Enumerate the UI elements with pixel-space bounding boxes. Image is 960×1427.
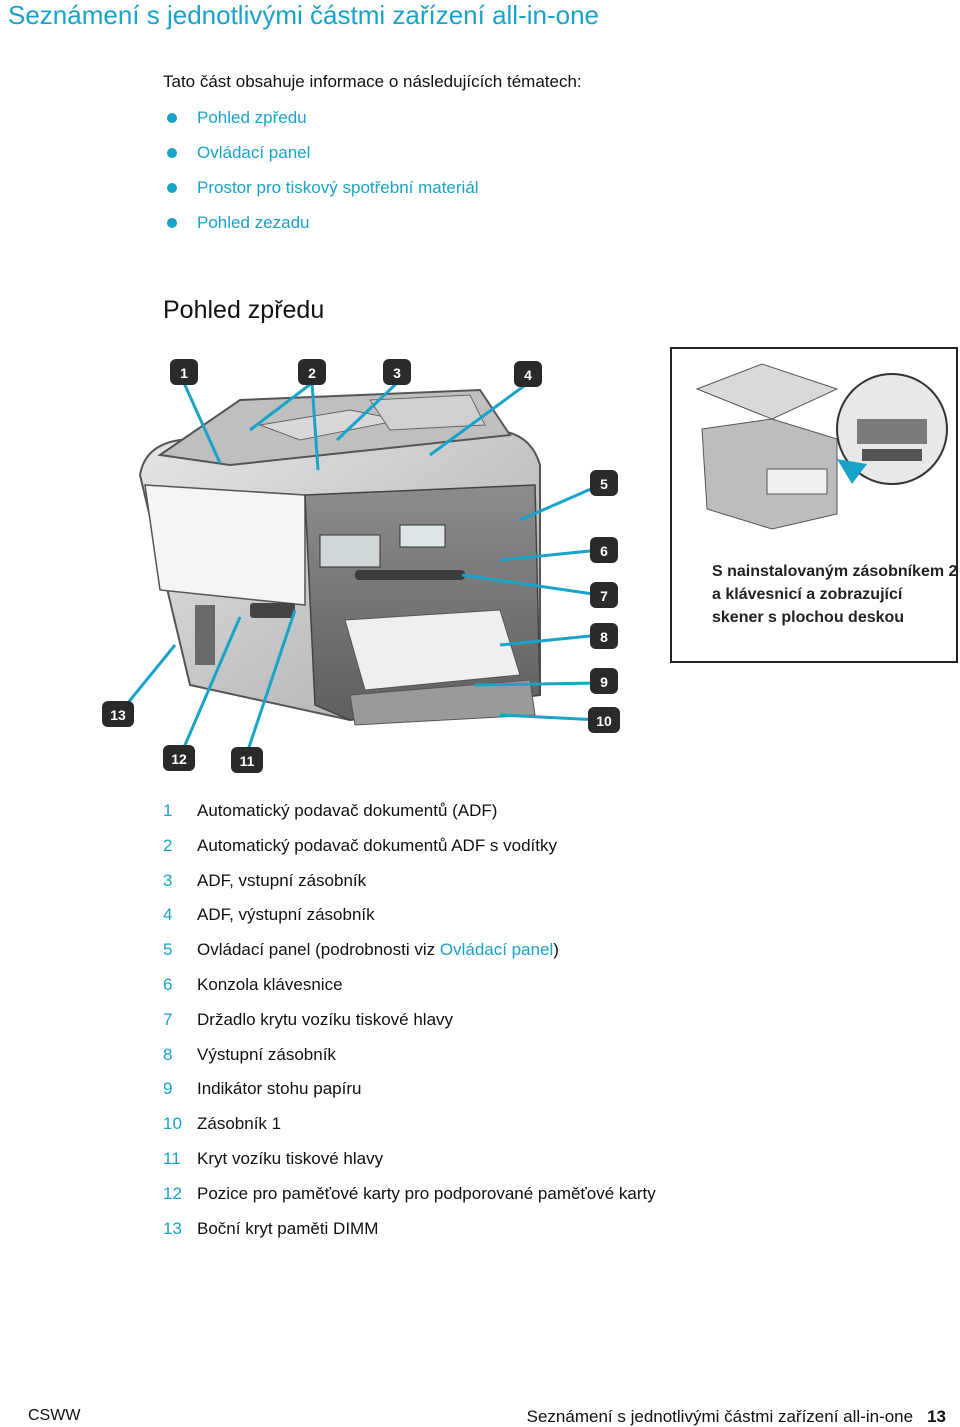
badge-10: 10 bbox=[588, 707, 620, 733]
badge-5: 5 bbox=[590, 470, 618, 496]
intro-text: Tato část obsahuje informace o následují… bbox=[163, 72, 582, 91]
leader-lines bbox=[116, 381, 601, 760]
svg-text:10: 10 bbox=[596, 713, 612, 729]
callout-caption: S nainstalovaným zásobníkem 2 a klávesni… bbox=[712, 563, 958, 626]
svg-text:6: 6 bbox=[600, 543, 608, 559]
control-panel-link[interactable]: Ovládací panel bbox=[439, 940, 554, 960]
callout-illustration bbox=[695, 363, 948, 530]
printer-illustration: 1 2 3 4 5 6 7 8 9 10 11 12 13 bbox=[102, 359, 620, 773]
svg-text:1: 1 bbox=[180, 365, 188, 381]
callout-box bbox=[670, 347, 958, 663]
badge-4: 4 bbox=[514, 361, 542, 387]
topic-link[interactable]: Pohled zezadu bbox=[163, 209, 479, 244]
badge-12: 12 bbox=[163, 745, 195, 771]
page-number: 13 bbox=[927, 1407, 946, 1426]
topic-list: Pohled zpředu Ovládací panel Prostor pro… bbox=[163, 104, 479, 244]
topic-link[interactable]: Ovládací panel bbox=[163, 139, 479, 174]
badge-11: 11 bbox=[231, 747, 263, 773]
badge-9: 9 bbox=[590, 668, 618, 694]
page-footer: CSWW Seznámení s jednotlivými částmi zař… bbox=[0, 1404, 960, 1427]
svg-text:9: 9 bbox=[600, 674, 608, 690]
svg-text:12: 12 bbox=[171, 751, 187, 767]
page-title: Seznámení s jednotlivými částmi zařízení… bbox=[8, 0, 600, 30]
svg-text:8: 8 bbox=[600, 629, 608, 645]
badge-7: 7 bbox=[590, 582, 618, 608]
badge-2: 2 bbox=[298, 359, 326, 385]
footer-left: CSWW bbox=[28, 1407, 81, 1424]
topic-link[interactable]: Pohled zpředu bbox=[163, 104, 479, 139]
svg-text:2: 2 bbox=[308, 365, 316, 381]
svg-text:3: 3 bbox=[393, 365, 401, 381]
svg-text:11: 11 bbox=[240, 753, 255, 769]
badge-8: 8 bbox=[590, 623, 618, 649]
badge-6: 6 bbox=[590, 537, 618, 563]
topic-link[interactable]: Prostor pro tiskový spotřební materiál bbox=[163, 174, 479, 209]
bullet-icon bbox=[167, 148, 177, 158]
svg-text:4: 4 bbox=[524, 367, 532, 383]
footer-right: Seznámení s jednotlivými částmi zařízení… bbox=[526, 1407, 946, 1426]
svg-text:7: 7 bbox=[600, 588, 608, 604]
svg-text:5: 5 bbox=[600, 476, 608, 492]
bullet-icon bbox=[167, 183, 177, 193]
badge-3: 3 bbox=[383, 359, 411, 385]
badge-13: 13 bbox=[102, 701, 134, 727]
svg-text:13: 13 bbox=[110, 707, 126, 723]
bullet-icon bbox=[167, 218, 177, 228]
badge-1: 1 bbox=[170, 359, 198, 385]
bullet-icon bbox=[167, 113, 177, 123]
section-title: Pohled zpředu bbox=[163, 296, 325, 324]
